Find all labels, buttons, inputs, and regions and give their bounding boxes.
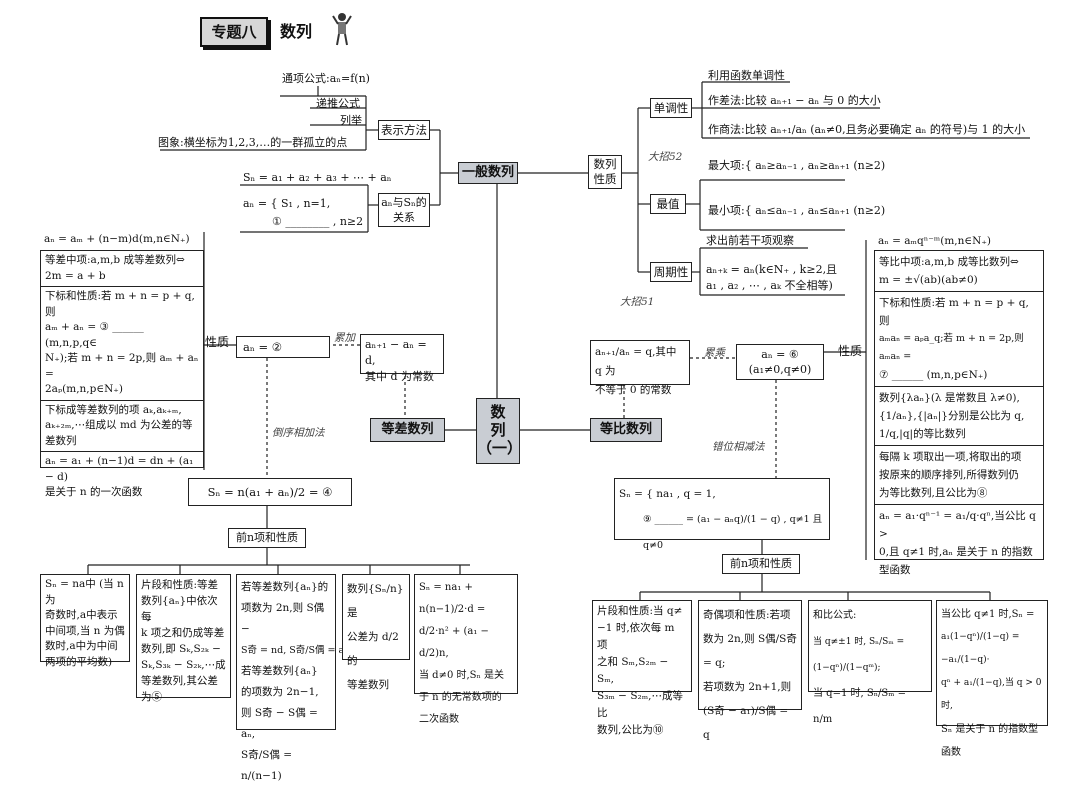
list-label: 列举 <box>340 114 362 127</box>
mono-use: 利用函数单调性 <box>708 69 785 82</box>
relation-line2: aₙ = { S₁ , n=1, <box>243 197 331 210</box>
min-term: 最小项:{ aₙ≤aₙ₋₁ , aₙ≤aₙ₊₁ (n≥2) <box>708 204 886 217</box>
arith-sum-box: Sₙ = n(a₁ + aₙ)/2 = ④ <box>188 478 352 506</box>
shift-subtract-label: 错位相减法 <box>712 441 765 453</box>
arith-prop-box-4: 数列{Sₙ/n}是 公差为 d/2 的 等差数列 <box>342 574 410 691</box>
graph-label: 图象:横坐标为1,2,3,…的一群孤立的点 <box>158 136 348 149</box>
monotonic-node: 单调性 <box>650 98 692 118</box>
period-first: 求出前若干项观察 <box>706 234 794 247</box>
center-node: 数 列 （一） <box>476 398 522 464</box>
geo-prop-box-4: 当公比 q≠1 时,Sₙ = a₁(1−qⁿ)/(1−q) = −a₁/(1−q… <box>936 600 1048 758</box>
arith-props-box: 等差中项:a,m,b 成等差数列⇔ 2m = a + b 下标和性质:若 m +… <box>40 250 204 498</box>
relation-line1: Sₙ = a₁ + a₂ + a₃ + ⋯ + aₙ <box>243 171 392 184</box>
page-title: 数列 <box>280 22 313 41</box>
arith-definition-box: aₙ₊₁ − aₙ = d, 其中 d 为常数 <box>360 334 444 383</box>
arith-prop-box-3: 若等差数列{aₙ}的 项数为 2n,则 S偶 − S奇 = nd, S奇/S偶 … <box>236 574 373 782</box>
connector-lines <box>87 81 1030 600</box>
topic-tag: 专题八 <box>200 17 268 47</box>
geo-props-box: 等比中项:a,m,b 成等比数列⇔ m = ±√(ab)(ab≠0) 下标和性质… <box>874 250 1044 576</box>
period-def1: aₙ₊ₖ = aₙ(k∈N₊ , k≥2,且 <box>706 263 838 276</box>
arith-prop-box-1: Sₙ = na中 (当 n 为 奇数时,a中表示 中间项,当 n 为偶 数时,a… <box>40 574 130 668</box>
arith-sum-prop-node: 前n项和性质 <box>228 528 306 548</box>
geo-nth-formula: aₙ = aₘqⁿ⁻ᵐ(m,n∈N₊) <box>878 235 991 247</box>
geo-sum-prop-node: 前n项和性质 <box>722 554 800 574</box>
geo-prop-box-3: 和比公式: 当 q≠±1 时, Sₙ/Sₘ = (1−qⁿ)/(1−qᵐ); 当… <box>808 600 932 725</box>
accum-label: 累加 <box>334 332 355 344</box>
mascot-icon <box>332 12 352 46</box>
arith-prop-label: 性质 <box>205 335 230 349</box>
geo-prop-box-2: 奇偶项和性质:若项 数为 2n,则 S偶/S奇 = q; 若项数为 2n+1,则… <box>698 600 802 741</box>
multiply-label: 累乘 <box>704 347 725 359</box>
arith-prop-box-5: Sₙ = na₁ + n(n−1)/2·d = d/2·n² + (a₁ − d… <box>414 574 518 725</box>
geo-sum-box: Sₙ = { na₁ , q = 1, ⑨ ______ = (a₁ − aₙq… <box>614 478 830 551</box>
general-sequence-node: 一般数列 <box>458 162 518 184</box>
rep-method-node: 表示方法 <box>378 120 430 140</box>
geo-nth-box: aₙ = ⑥ (a₁≠0,q≠0) <box>736 344 824 380</box>
extreme-node: 最值 <box>650 194 686 214</box>
relation-line3: ① ________ , n≥2 <box>272 215 364 228</box>
period-def2: a₁ , a₂ , ⋯ , aₖ 不全相等) <box>706 279 833 292</box>
geo-prop-box-1: 片段和性质:当 q≠ −1 时,依次每 m 项 之和 Sₘ,S₂ₘ − Sₘ, … <box>592 600 692 736</box>
arithmetic-node: 等差数列 <box>370 418 445 442</box>
geo-prop-label: 性质 <box>838 344 863 358</box>
max-term: 最大项:{ aₙ≥aₙ₋₁ , aₙ≥aₙ₊₁ (n≥2) <box>708 159 886 172</box>
arith-prop-box-2: 片段和性质:等差 数列{aₙ}中依次每 k 项之和仍成等差 数列,即 Sₖ,S₂… <box>136 574 231 703</box>
geo-definition-box: aₙ₊₁/aₙ = q,其中 q 为 不等于 0 的常数 <box>590 340 690 396</box>
note-52: 大招52 <box>648 151 683 163</box>
property-node: 数列性质 <box>588 155 622 189</box>
reverse-sum-label: 倒序相加法 <box>272 427 325 439</box>
arith-nth-formula: aₙ = aₘ + (n−m)d(m,n∈N₊) <box>44 233 190 245</box>
relation-node: aₙ与Sₙ的关系 <box>378 193 430 227</box>
arith-nth-box: aₙ = ② <box>236 336 330 358</box>
mono-quot: 作商法:比较 aₙ₊₁/aₙ (aₙ≠0,且务必要确定 aₙ 的符号)与 1 的… <box>708 123 1026 136</box>
recursion-label: 递推公式 <box>316 97 360 110</box>
period-node: 周期性 <box>650 262 692 282</box>
geometric-node: 等比数列 <box>590 418 662 442</box>
mono-diff: 作差法:比较 aₙ₊₁ − aₙ 与 0 的大小 <box>708 94 881 107</box>
note-51: 大招51 <box>620 296 655 308</box>
formula-label: 通项公式:aₙ=f(n) <box>282 72 370 85</box>
